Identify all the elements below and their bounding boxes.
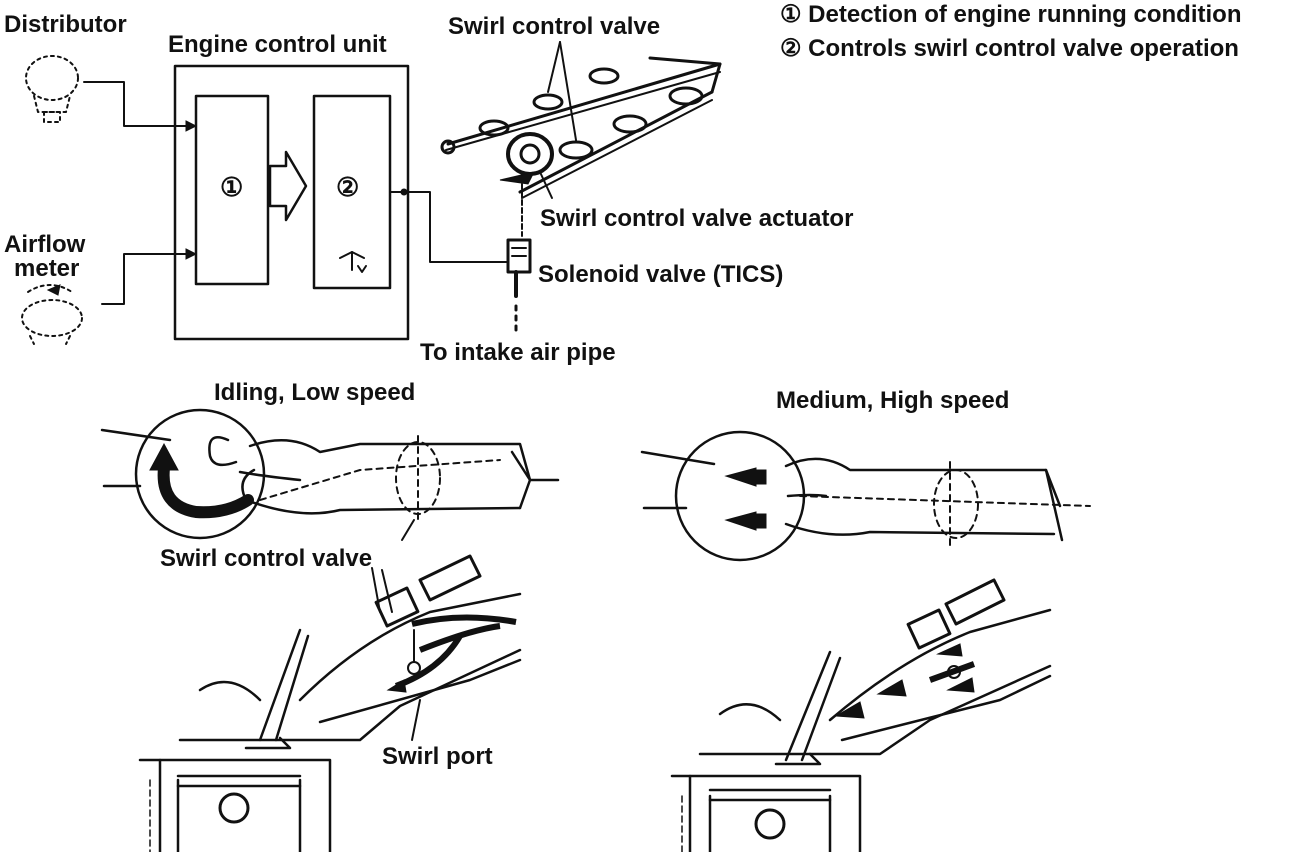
solenoid-valve-icon xyxy=(506,238,532,332)
swirl-control-valve-top-label: Swirl control valve xyxy=(448,13,660,40)
flow-arrow-high-4-icon xyxy=(936,643,963,657)
block-flow-arrow-icon xyxy=(268,150,308,222)
piston-pin-icon xyxy=(218,792,250,824)
airflow-label-line1: Airflow xyxy=(4,231,86,258)
flow-line-upper xyxy=(411,614,517,627)
swirl-valve-actuator-icon xyxy=(499,132,554,237)
ecu-label: Engine control unit xyxy=(168,31,387,58)
airflow-meter-icon xyxy=(21,284,83,345)
legend-item-2: ② Controls swirl control valve operation xyxy=(780,35,1239,62)
actuator-label: Swirl control valve actuator xyxy=(540,205,853,232)
valve-pointer-lines xyxy=(547,41,577,141)
valve-pivot-icon xyxy=(407,661,421,675)
swirl-flow-arrow-icon xyxy=(157,462,254,519)
airflow-arrow-icon xyxy=(46,284,61,296)
cylinder-head-high-speed xyxy=(670,608,1052,852)
valve-pivot-high-icon xyxy=(947,665,961,679)
ecu-box xyxy=(173,64,410,341)
swirl-port-pointer-line xyxy=(411,699,421,741)
flow-line-lower xyxy=(394,634,463,689)
flow-line-middle xyxy=(418,623,501,653)
airflow-label-line2: meter xyxy=(14,255,79,282)
legend-item-1: ① Detection of engine running condition xyxy=(780,1,1241,28)
swirl-control-valve-low-label: Swirl control valve xyxy=(160,545,372,572)
swirl-port-label: Swirl port xyxy=(382,743,493,770)
input-arrow-1-icon xyxy=(185,120,198,132)
distributor-label: Distributor xyxy=(4,11,127,38)
ecu-wiring xyxy=(83,81,509,305)
output-node-icon xyxy=(400,188,408,196)
switch-symbol-icon xyxy=(339,251,367,273)
distributor-icon xyxy=(25,55,79,123)
swirl-valve-pointer-lines xyxy=(371,567,393,613)
flow-arrow-high-3-icon xyxy=(946,677,975,693)
flow-arrow-high-1-icon xyxy=(834,701,865,719)
high-speed-hidden-lines xyxy=(799,461,1091,549)
control-block-number: ② xyxy=(336,172,359,202)
detection-block-number: ① xyxy=(220,172,243,202)
swirl-valve-shaft-assembly xyxy=(440,56,722,199)
flow-arrow-low-icon xyxy=(386,679,407,693)
valve-plate-open xyxy=(928,661,976,683)
flow-arrow-upper-tail-icon xyxy=(753,469,767,485)
idling-label: Idling, Low speed xyxy=(214,379,415,406)
swirl-arrow-head-icon xyxy=(149,442,179,471)
detection-block xyxy=(194,94,270,286)
flow-arrow-high-2-icon xyxy=(876,679,907,697)
cylinder-head-low-speed xyxy=(138,592,522,852)
flow-arrow-lower-icon xyxy=(724,511,757,531)
solenoid-label: Solenoid valve (TICS) xyxy=(538,261,783,288)
idling-hidden-lines xyxy=(259,435,501,521)
high-speed-port-top-view xyxy=(640,430,1064,562)
idling-port-top-view xyxy=(100,408,560,540)
input-arrow-2-icon xyxy=(185,248,198,260)
piston-pin-high-icon xyxy=(754,808,786,840)
medium-high-label: Medium, High speed xyxy=(776,387,1009,414)
flow-arrow-upper-icon xyxy=(724,467,757,487)
actuator-pointer-line xyxy=(539,171,553,199)
valve-callout-line xyxy=(401,519,415,541)
injector-high-icon xyxy=(906,578,1006,650)
injector-low-icon xyxy=(374,554,482,628)
flow-arrow-lower-tail-icon xyxy=(753,513,767,529)
intake-pipe-label: To intake air pipe xyxy=(420,339,616,366)
